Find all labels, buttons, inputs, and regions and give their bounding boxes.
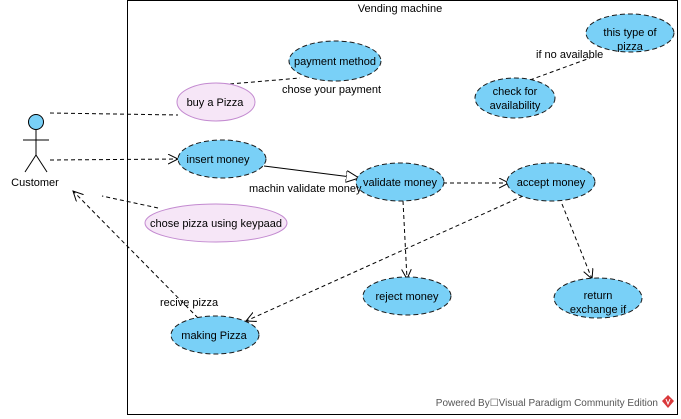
usecase-insert-money[interactable]: insert money: [177, 139, 267, 179]
actor-right-leg: [35, 154, 48, 173]
system-title: Vending machine: [358, 3, 442, 15]
visual-paradigm-logo-icon: [662, 395, 674, 408]
usecase-label-line2: pizza: [617, 41, 644, 53]
usecase-label-line1: return: [584, 290, 613, 302]
actor-name: Customer: [11, 177, 59, 189]
usecase-this-type-unavailable[interactable]: this type of pizza unavailable: [585, 13, 675, 66]
usecase-label: chose pizza using keypaad: [150, 218, 282, 230]
edge-label-machin-validate: machin validate money: [249, 183, 362, 195]
actor-customer[interactable]: Customer: [11, 114, 59, 190]
edge-label-chose-payment: chose your payment: [282, 84, 381, 96]
edge-actor-buy-pizza: [49, 112, 179, 116]
edge-label-recive-pizza: recive pizza: [160, 297, 219, 309]
usecase-label-line2: exchange if: [570, 304, 627, 316]
usecase-buy-pizza[interactable]: buy a Pizza: [176, 82, 256, 122]
watermark-text: Powered By☐Visual Paradigm Community Edi…: [436, 398, 658, 409]
usecase-label: buy a Pizza: [187, 97, 245, 109]
actor-left-leg: [24, 154, 37, 173]
usecase-label: making Pizza: [181, 330, 247, 342]
usecase-payment-method[interactable]: payment method: [288, 40, 382, 82]
edge-validate-reject: [403, 200, 407, 279]
actor-head: [28, 114, 44, 130]
usecase-label-line1: this type of: [603, 27, 657, 39]
edge-actor-insert-money: [49, 159, 178, 160]
usecase-check-availability[interactable]: check for availability: [474, 77, 556, 119]
usecase-return-exchange[interactable]: return exchange if exists: [553, 277, 643, 330]
edge-accept-making: [246, 195, 524, 321]
usecase-making-pizza[interactable]: making Pizza: [170, 315, 260, 355]
usecase-label: reject money: [376, 291, 439, 303]
usecase-reject-money[interactable]: reject money: [362, 276, 452, 316]
usecase-label: validate money: [363, 177, 437, 189]
usecase-label: insert money: [187, 154, 250, 166]
usecase-label-line1: check for: [493, 86, 538, 98]
usecase-chose-pizza[interactable]: chose pizza using keypaad: [144, 203, 288, 243]
edge-insert-validate: [263, 165, 359, 178]
edge-buy-pizza-payment: [229, 77, 301, 85]
edge-check-this-type: [529, 57, 591, 81]
usecase-label-line2: availability: [490, 100, 541, 112]
edge-chose-actor: [101, 195, 159, 209]
usecase-label: accept money: [517, 177, 586, 189]
usecase-accept-money[interactable]: accept money: [506, 162, 596, 202]
edge-making-actor: [73, 191, 199, 319]
usecase-validate-money[interactable]: validate money: [355, 162, 445, 202]
usecase-label: payment method: [294, 56, 376, 68]
edge-label-if-no-available: if no available: [536, 49, 603, 61]
